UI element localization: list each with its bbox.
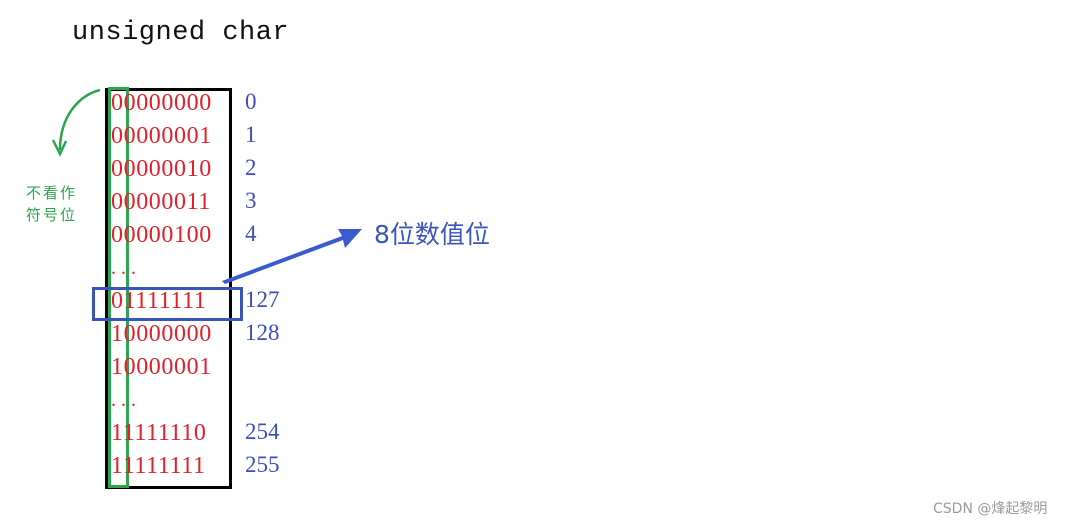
value-bits-label: 8位数值位 [374,220,490,249]
value-1: 1 [245,122,257,147]
value-3: 3 [245,188,257,213]
bits-row-255: 11111111 [111,453,206,479]
bits-row-254: 11111110 [111,420,207,446]
sign-bit-note: 不看作 符号位 [26,182,86,226]
curved-green-arrow-icon [51,88,101,157]
ellipsis-upper: ... [111,257,141,279]
bits-row-2: 00000010 [111,156,212,182]
diagram-title: unsigned char [72,18,290,48]
bits-row-4: 00000100 [111,222,212,248]
value-254: 254 [245,419,280,444]
value-4: 4 [245,221,257,246]
ellipsis-lower: ... [111,389,141,411]
bits-row-1: 00000001 [111,123,212,149]
bits-row-127: 01111111 [111,288,207,314]
bits-row-0: 00000000 [111,90,212,116]
highlight-127-box [92,287,243,321]
watermark: CSDN @烽起黎明 [933,501,1048,517]
value-127: 127 [245,287,280,312]
bits-row-128: 10000000 [111,321,212,347]
bits-row-3: 00000011 [111,189,211,215]
sign-bit-note-line2: 符号位 [26,206,78,224]
value-0: 0 [245,89,257,114]
value-128: 128 [245,320,280,345]
blue-pointer-arrow-icon [222,229,362,284]
value-2: 2 [245,155,257,180]
value-255: 255 [245,452,280,477]
bits-row-129: 10000001 [111,354,212,380]
sign-bit-note-line1: 不看作 [26,184,78,202]
